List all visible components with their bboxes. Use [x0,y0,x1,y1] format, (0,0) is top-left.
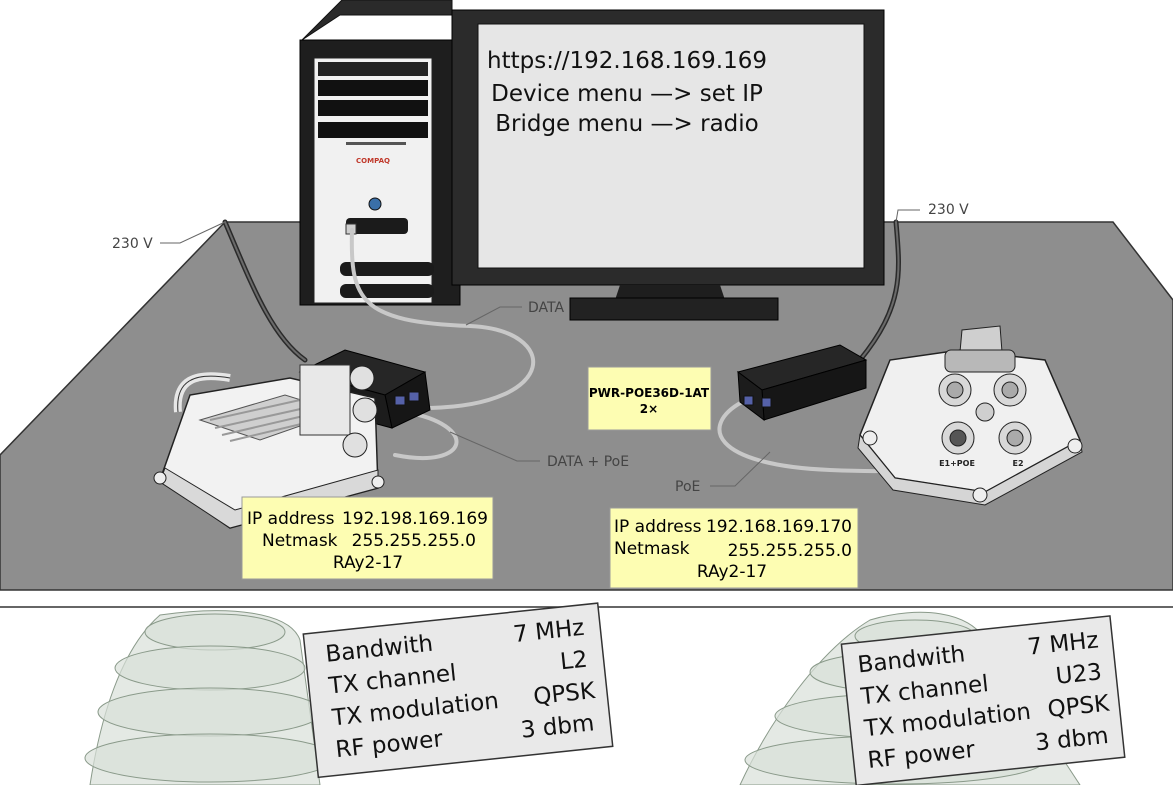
label-power-right: 230 V [928,202,969,218]
pc-tower: COMPAQ [300,0,460,305]
monitor-line-device-menu: Device menu —> set IP [491,81,763,107]
right-ip-value: 192.168.169.170 [706,517,852,537]
monitor: https://192.168.169.169 Device menu —> s… [452,10,884,320]
right-mask-value: 255.255.255.0 [728,541,852,561]
unit-right-note: IP address 192.168.169.170 Netmask 255.2… [610,508,858,588]
port-e2-label: E2 [1012,459,1023,468]
radio-settings-right: Bandwith 7 MHz TX channel U23 TX modulat… [841,616,1124,785]
label-data-poe: DATA + PoE [547,454,629,470]
right-mask-label: Netmask [614,539,690,559]
right-model: RAy2-17 [697,562,767,582]
left-mask-label: Netmask [262,531,338,551]
right-ch-value: U23 [1055,659,1104,690]
radio-settings-left: Bandwith 7 MHz TX channel L2 TX modulati… [303,603,612,777]
pc-brand-logo: COMPAQ [356,157,390,165]
left-ch-value: L2 [559,647,589,676]
port-e1-label: E1+POE [939,459,975,468]
label-data: DATA [528,300,564,316]
left-ip-value: 192.198.169.169 [342,509,488,529]
monitor-line-url: https://192.168.169.169 [487,48,767,74]
injector-model: PWR-POE36D-1AT [589,386,710,400]
right-ip-label: IP address [614,517,702,537]
unit-left-note: IP address 192.198.169.169 Netmask 255.2… [242,497,493,579]
label-power-left: 230 V [112,236,153,252]
injector-note: PWR-POE36D-1AT 2× [588,367,711,430]
label-poe: PoE [675,479,700,495]
left-model: RAy2-17 [333,553,403,573]
injector-count: 2× [640,402,658,416]
power-button[interactable] [369,198,381,210]
left-mask-value: 255.255.255.0 [352,531,476,551]
left-ip-label: IP address [247,509,335,529]
monitor-line-bridge-menu: Bridge menu —> radio [495,111,759,137]
radiation-pattern-left [85,611,335,785]
